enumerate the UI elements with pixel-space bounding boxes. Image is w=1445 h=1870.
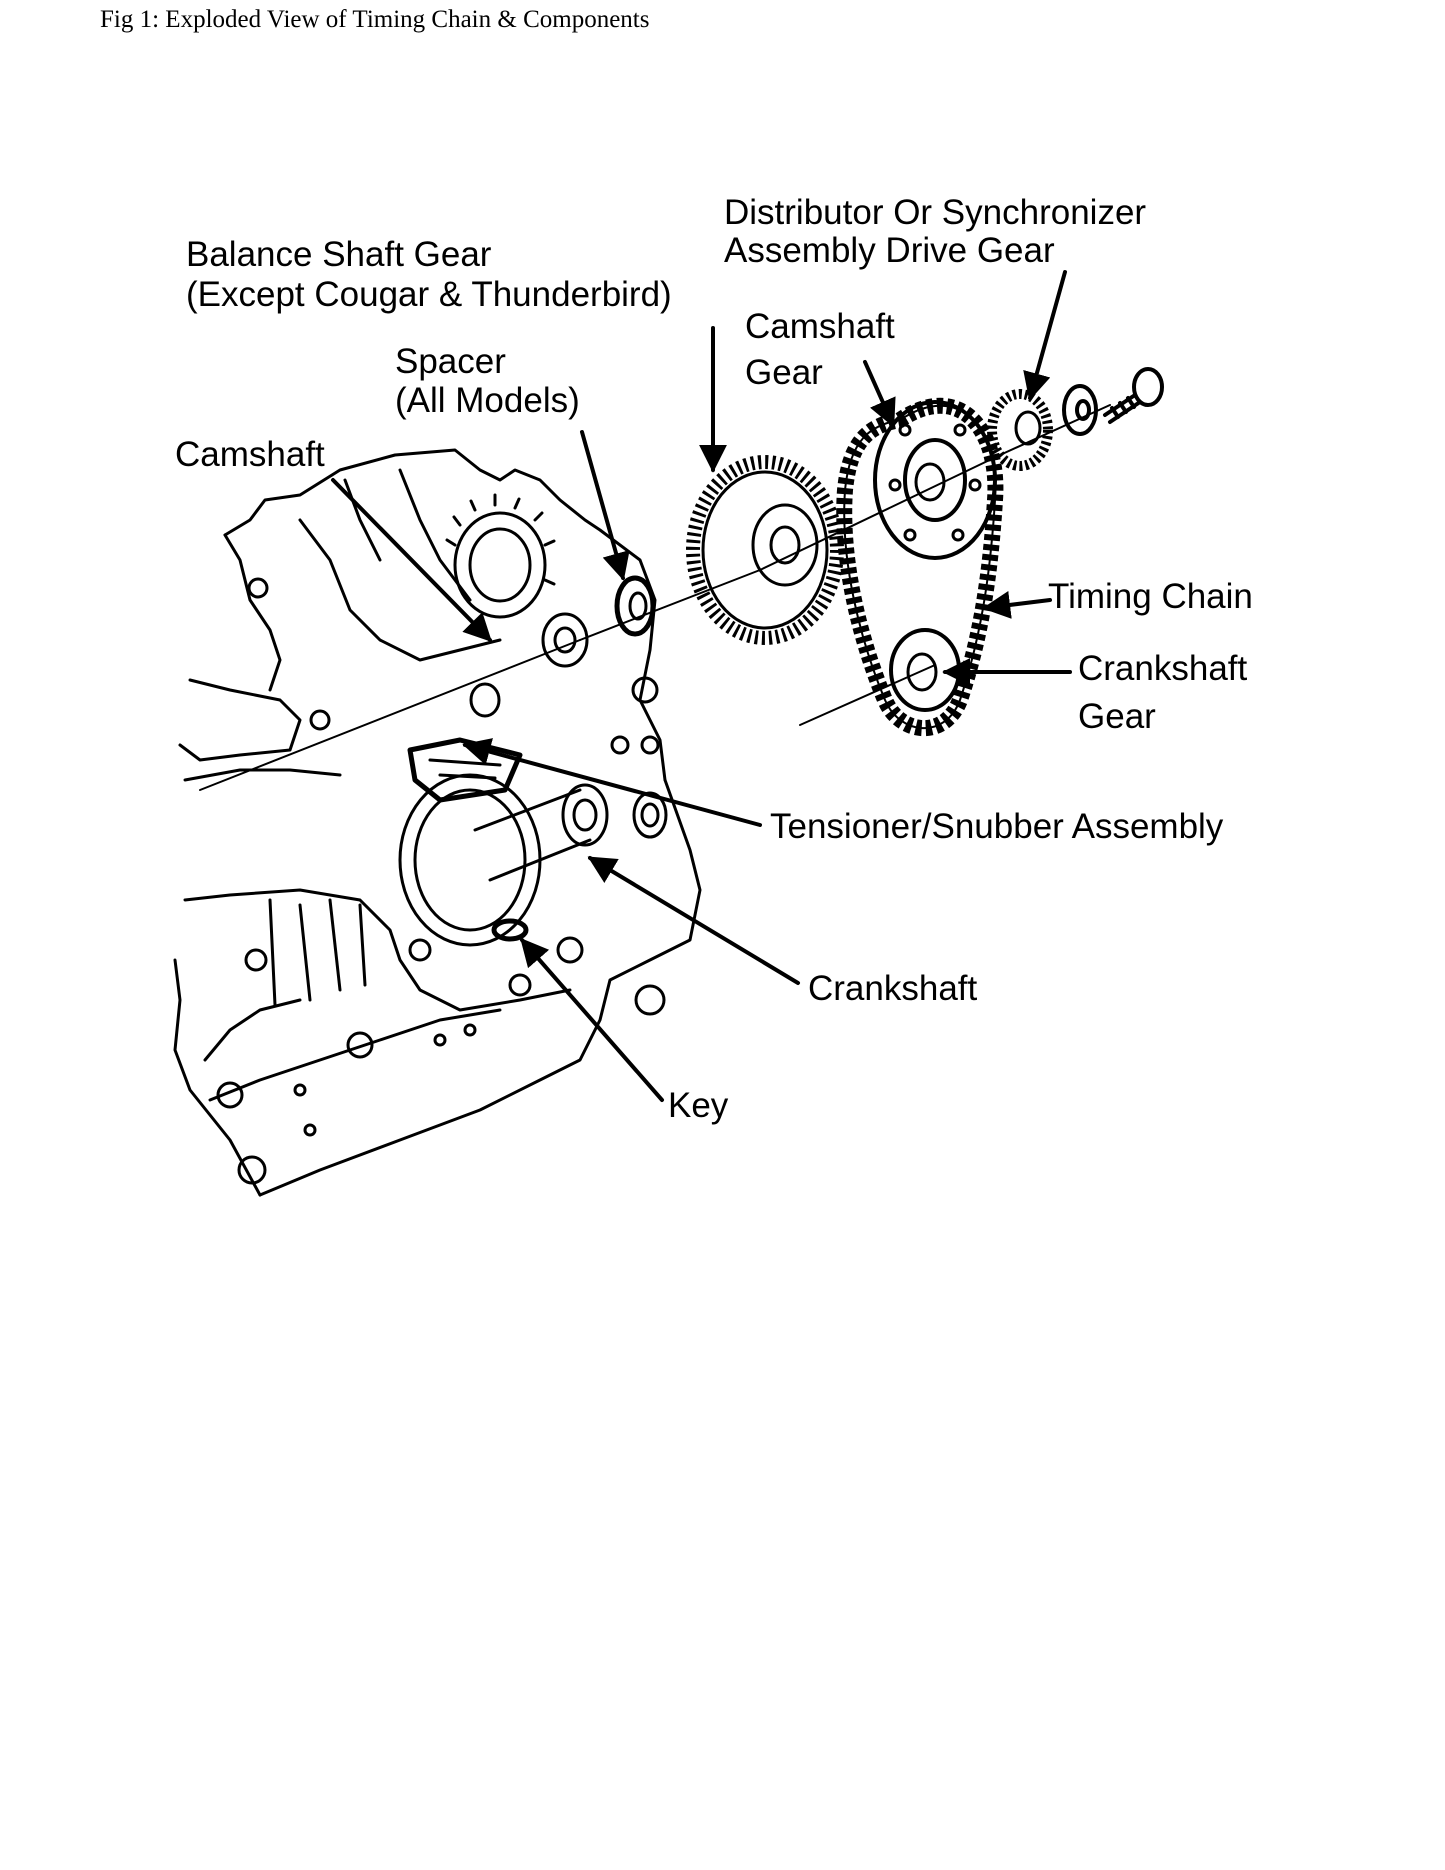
- label-distributor-line1: Distributor Or Synchronizer: [724, 193, 1146, 232]
- label-camshaft: Camshaft: [175, 435, 325, 474]
- label-key: Key: [668, 1086, 729, 1125]
- camshaft-gear-part: [873, 400, 997, 560]
- washer-part: [1062, 384, 1098, 436]
- label-balance-shaft-line1: Balance Shaft Gear: [186, 235, 492, 274]
- label-balance-shaft-line2: (Except Cougar & Thunderbird): [186, 275, 672, 314]
- label-crankshaft-gear-line2: Gear: [1078, 697, 1156, 736]
- label-spacer-line1: Spacer: [395, 342, 506, 381]
- label-crankshaft: Crankshaft: [808, 969, 978, 1008]
- label-camshaft-gear-line2: Gear: [745, 353, 823, 392]
- timing-chain-assembly: [836, 397, 1004, 737]
- leader-lines: [331, 270, 1072, 1102]
- spacer-part: [614, 575, 656, 637]
- label-timing-chain: Timing Chain: [1048, 577, 1253, 616]
- balance-shaft-gear: [686, 455, 844, 645]
- label-camshaft-gear-line1: Camshaft: [745, 307, 895, 346]
- engine-block: [173, 448, 702, 1197]
- figure-caption: Fig 1: Exploded View of Timing Chain & C…: [100, 6, 650, 33]
- distributor-drive-gear: [987, 389, 1053, 471]
- label-tensioner: Tensioner/Snubber Assembly: [770, 807, 1224, 846]
- label-crankshaft-gear-line1: Crankshaft: [1078, 649, 1248, 688]
- label-spacer-line2: (All Models): [395, 381, 580, 420]
- label-distributor-line2: Assembly Drive Gear: [724, 231, 1055, 270]
- bolt-part: [1103, 367, 1164, 424]
- callout-labels: Distributor Or Synchronizer Assembly Dri…: [175, 193, 1253, 1125]
